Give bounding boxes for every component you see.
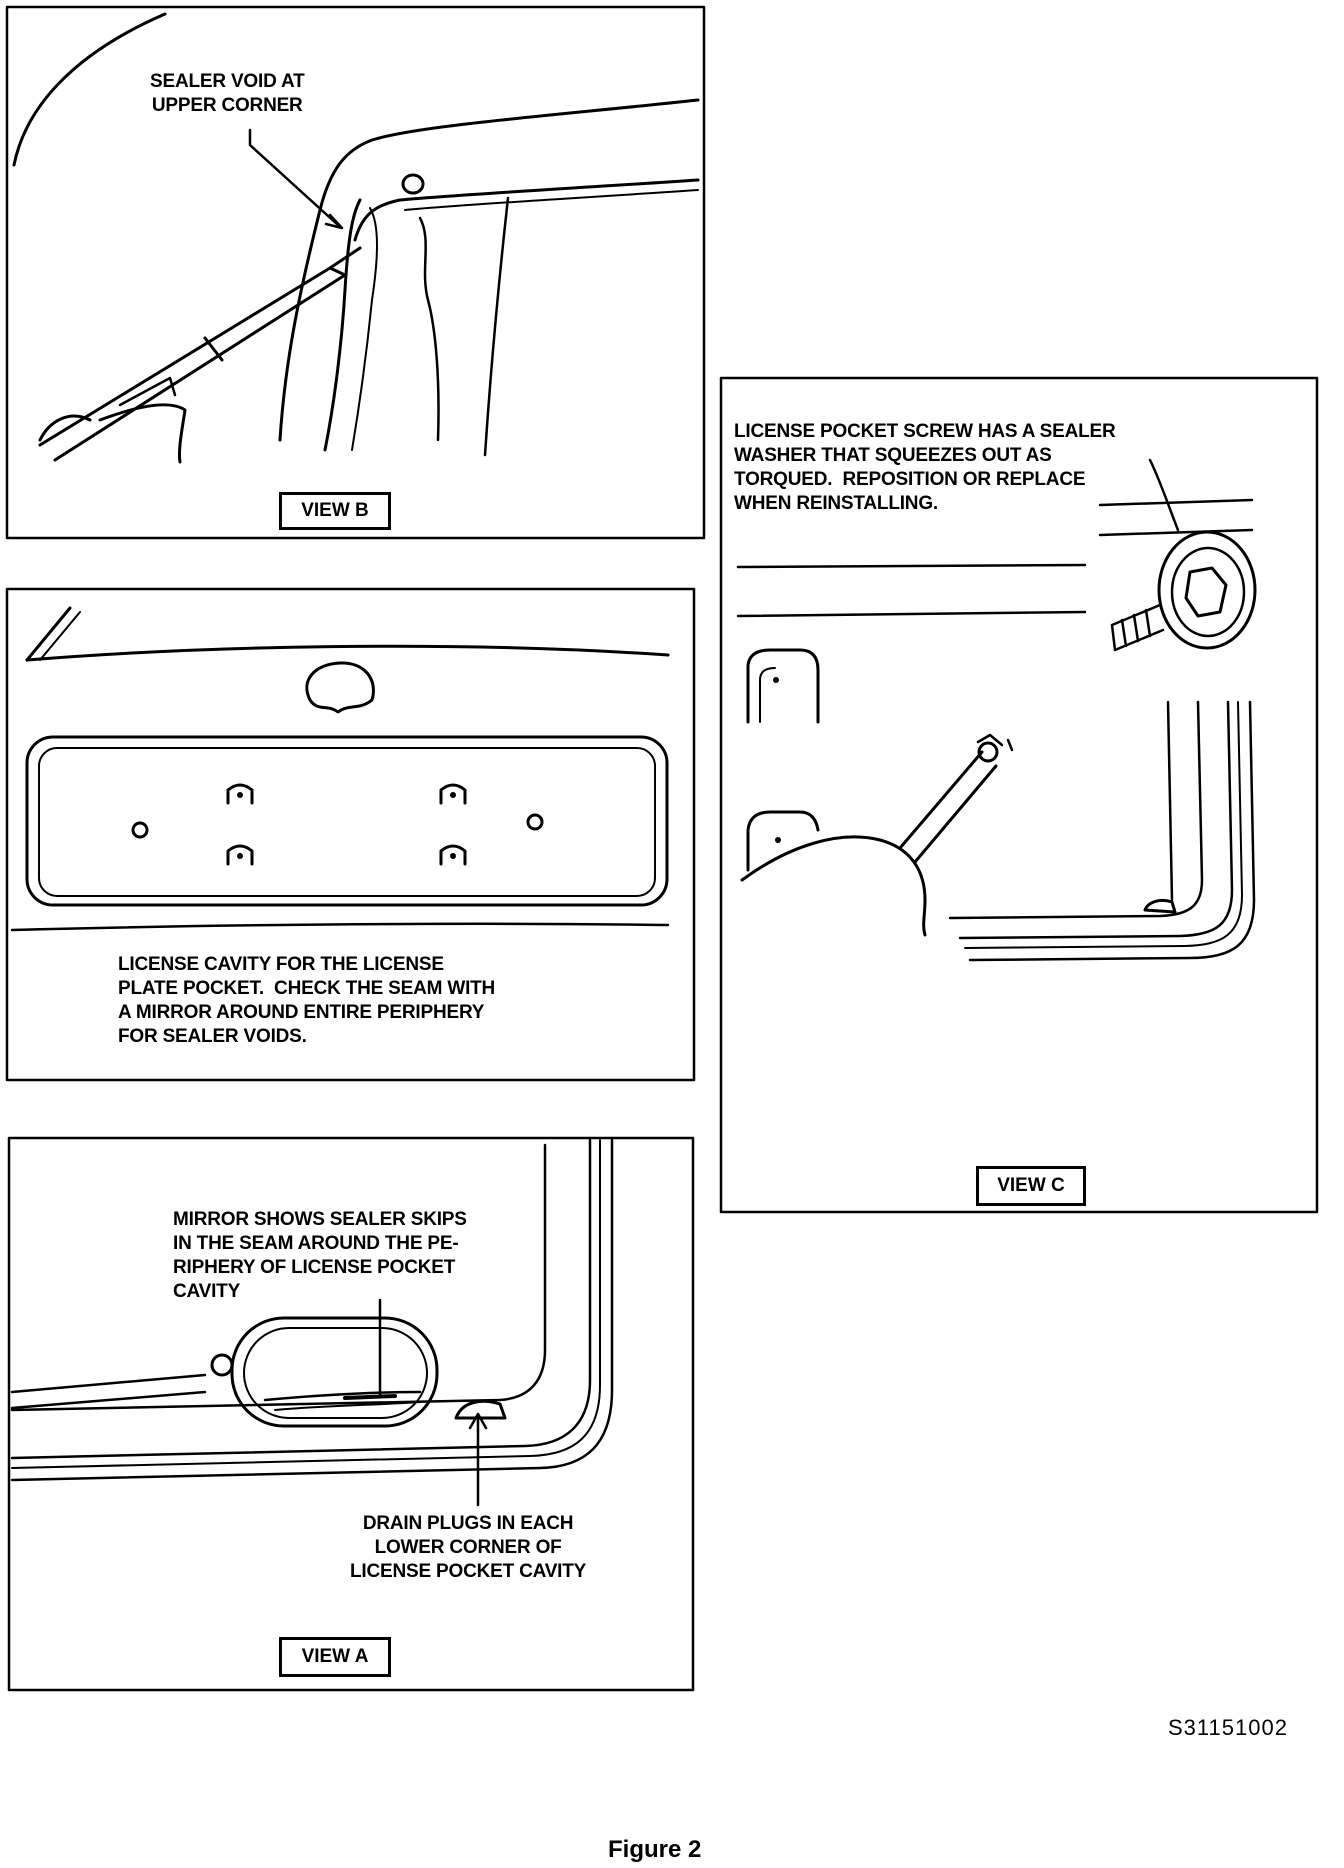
view-c-title: VIEW C [976, 1166, 1086, 1206]
drain-plug-callout: DRAIN PLUGS IN EACH LOWER CORNER OF LICE… [350, 1513, 587, 1582]
license-cavity-panel [5, 587, 696, 1082]
view-b-panel [5, 5, 706, 540]
view-a-panel [7, 1136, 695, 1692]
mirror-callout: MIRROR SHOWS SEALER SKIPS IN THE SEAM AR… [173, 1209, 467, 1302]
license-cavity-caption: LICENSE CAVITY FOR THE LICENSE PLATE POC… [118, 954, 496, 1047]
view-a-title: VIEW A [279, 1637, 391, 1677]
view-b-callout: SEALER VOID AT UPPER CORNER [150, 71, 305, 116]
view-c-callout: LICENSE POCKET SCREW HAS A SEALER WASHER… [734, 421, 1116, 514]
figure-code: S31151002 [1168, 1715, 1288, 1740]
figure-caption: Figure 2 [608, 1836, 702, 1863]
view-c-panel [719, 376, 1319, 1214]
view-b-title: VIEW B [279, 492, 391, 530]
